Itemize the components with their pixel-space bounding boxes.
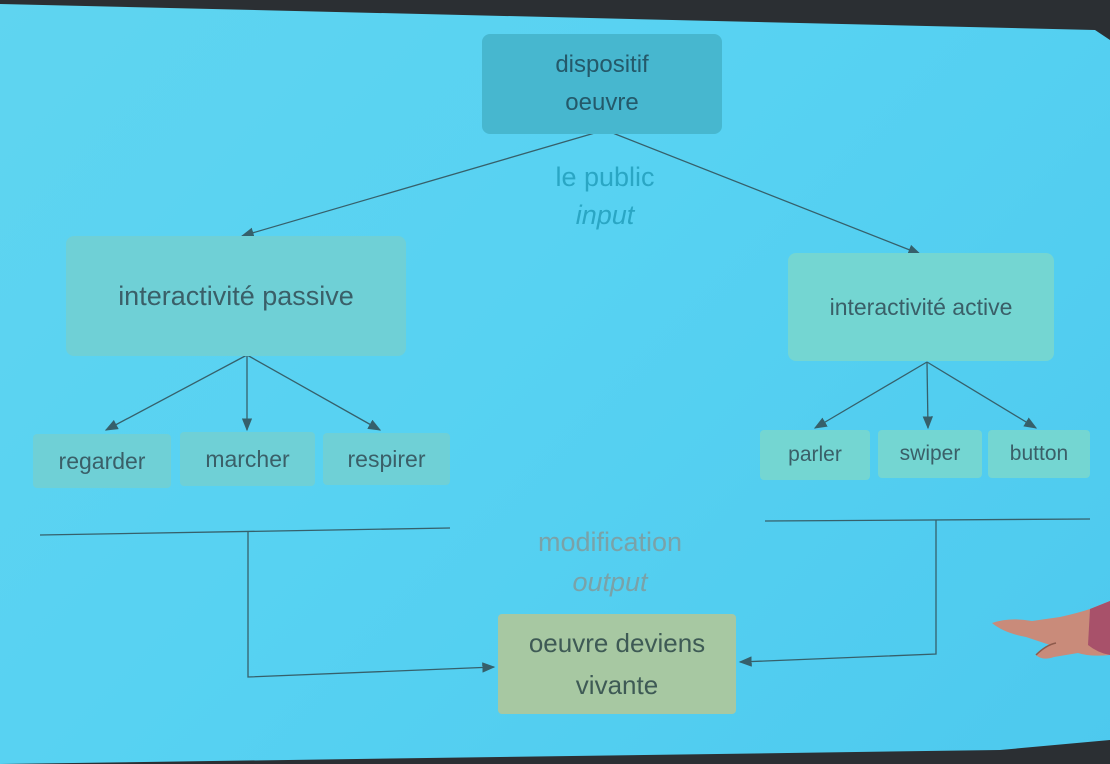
output-label-line1: modification: [537, 527, 683, 557]
node-regarder-label: regarder: [58, 447, 146, 474]
output-label-line2: output: [572, 567, 648, 597]
input-label-line2: input: [575, 200, 635, 230]
input-label: le public input: [520, 158, 690, 234]
node-result-line1: oeuvre deviens: [528, 628, 706, 658]
node-dispositif-oeuvre: dispositif oeuvre: [482, 34, 722, 134]
node-parler: parler: [760, 430, 870, 480]
node-button-label: button: [1009, 442, 1069, 465]
feedback-left: [247, 532, 496, 678]
feedback-right: [738, 520, 937, 667]
arrow-to-swiper: [922, 361, 934, 430]
arrow-to-respirer: [246, 354, 382, 431]
node-respirer-label: respirer: [347, 445, 426, 472]
arrow-to-regarder: [104, 354, 248, 431]
node-marcher-label: marcher: [205, 445, 290, 472]
node-interactivite-active: interactivité active: [788, 253, 1054, 361]
node-result-line2: vivante: [575, 670, 659, 700]
node-dispositif-line1: dispositif: [555, 51, 649, 78]
node-swiper-label: swiper: [899, 442, 961, 465]
node-respirer: respirer: [323, 433, 450, 485]
arrow-to-button: [926, 361, 1038, 429]
node-interactivite-passive: interactivité passive: [66, 236, 406, 356]
node-swiper: swiper: [878, 430, 982, 478]
node-oeuvre-vivante: oeuvre deviens vivante: [498, 614, 736, 714]
arrow-to-active: [604, 129, 922, 255]
arrow-to-parler: [813, 361, 928, 429]
divider-left: [39, 527, 451, 536]
node-parler-label: parler: [788, 443, 842, 466]
presenter-hand: [992, 601, 1110, 659]
node-dispositif-line2: oeuvre: [565, 89, 639, 116]
arrow-to-passive: [240, 129, 606, 238]
node-regarder: regarder: [33, 434, 171, 488]
node-passive-label: interactivité passive: [118, 280, 354, 311]
input-label-line1: le public: [555, 162, 655, 192]
node-button: button: [988, 430, 1090, 478]
divider-right: [764, 518, 1091, 522]
node-active-label: interactivité active: [829, 293, 1013, 320]
node-marcher: marcher: [180, 432, 315, 486]
output-label: modification output: [520, 522, 700, 602]
